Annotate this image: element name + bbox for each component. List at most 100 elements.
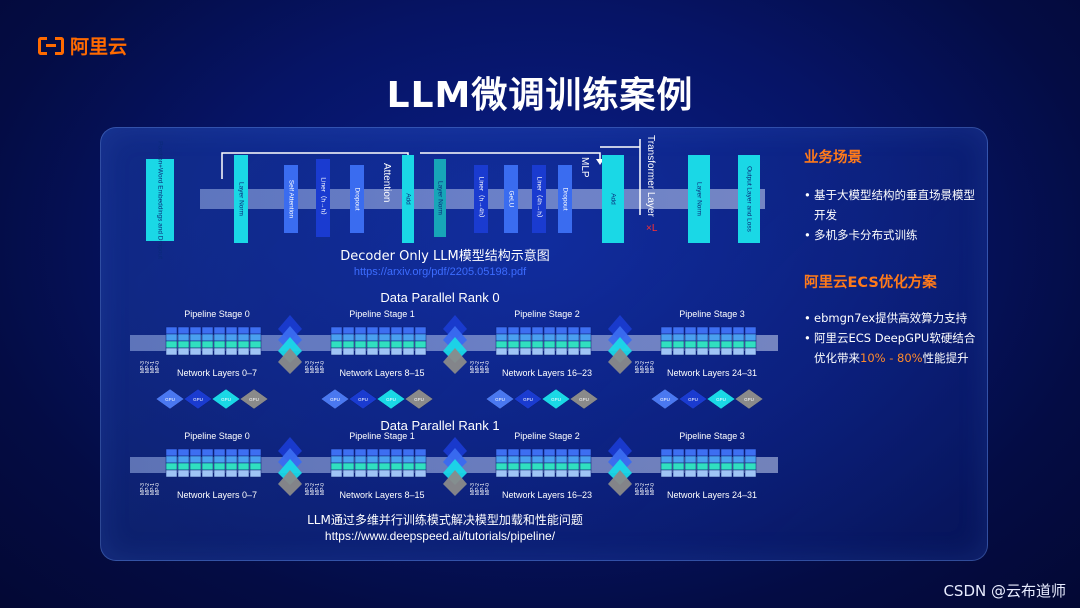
solution-item: 阿里云ECS DeepGPU软硬结合优化带来10% - 80%性能提升: [804, 328, 984, 368]
layer-cell: [720, 455, 733, 464]
decoder-block-label: Position+Word Embeddings and Dropout: [156, 141, 163, 259]
layer-cell: [507, 462, 520, 471]
layer-cell: [531, 455, 544, 464]
mp-label: MP-2: [475, 483, 481, 495]
layer-cell: [177, 448, 190, 457]
layer-cell: [237, 448, 250, 457]
layer-cell: [201, 455, 214, 464]
gpu-label: GPU: [386, 397, 396, 402]
layer-cell: [249, 462, 262, 471]
layer-cell: [189, 455, 202, 464]
layer-cell: [660, 455, 673, 464]
layer-cell: [660, 333, 673, 342]
layer-cell: [531, 462, 544, 471]
layer-cell: [507, 469, 520, 478]
decoder-block-label: Liner（4h→h）: [535, 177, 543, 222]
decoder-block: [316, 159, 330, 237]
layer-cell: [177, 347, 190, 356]
layer-cell: [696, 347, 709, 356]
layer-cell: [390, 340, 403, 349]
repeat-label: ×L: [646, 223, 658, 234]
layer-cell: [696, 340, 709, 349]
layer-cell: [660, 469, 673, 478]
layer-cell: [672, 469, 685, 478]
layer-cell: [543, 340, 556, 349]
solution-item-text: 阿里云ECS DeepGPU软硬结合优化带来: [814, 331, 976, 365]
mp-label: MP-1: [645, 483, 651, 495]
layer-cell: [579, 326, 592, 335]
layer-cell: [579, 462, 592, 471]
layer-cell: [519, 462, 532, 471]
pipeline-caption: LLM通过多维并行训练模式解决模型加载和性能问题: [307, 512, 583, 527]
layer-cell: [531, 326, 544, 335]
layer-cell: [696, 448, 709, 457]
network-layers-label: Network Layers 16–23: [502, 368, 592, 378]
layer-cell: [531, 347, 544, 356]
mp-label: MP-3: [470, 483, 476, 495]
layer-cell: [567, 326, 580, 335]
layer-cell: [177, 469, 190, 478]
pipeline-stage-label: Pipeline Stage 3: [679, 431, 745, 441]
layer-cell: [354, 469, 367, 478]
layer-cell: [579, 448, 592, 457]
layer-cell: [414, 333, 427, 342]
layer-cell: [519, 340, 532, 349]
decoder-block: [474, 165, 488, 233]
layer-cell: [342, 340, 355, 349]
layer-cell: [402, 448, 415, 457]
layer-cell: [165, 333, 178, 342]
decoder-paper-link[interactable]: https://arxiv.org/pdf/2205.05198.pdf: [354, 266, 527, 278]
gpu-diamond: [734, 388, 764, 410]
layer-cell: [684, 347, 697, 356]
mp-label: MP-1: [480, 483, 486, 495]
scenario-item: 基于大模型结构的垂直场景模型开发: [804, 185, 984, 225]
layer-cell: [342, 455, 355, 464]
layer-cell: [708, 462, 721, 471]
scenario-heading: 业务场景: [804, 150, 862, 166]
pipeline-connector: [608, 348, 632, 374]
layer-cell: [519, 469, 532, 478]
gpu-label: GPU: [249, 397, 259, 402]
layer-cell: [330, 462, 343, 471]
mp-label: MP-0: [650, 483, 656, 495]
layer-cell: [567, 448, 580, 457]
pipeline-stage-label: Pipeline Stage 0: [184, 431, 250, 441]
layer-cell: [507, 448, 520, 457]
mp-label: MP-0: [650, 361, 656, 373]
scenario-item: 多机多卡分布式训练: [804, 225, 984, 245]
layer-cell: [213, 347, 226, 356]
gpu-label: GPU: [221, 397, 231, 402]
layer-cell: [390, 448, 403, 457]
pipeline-link[interactable]: https://www.deepspeed.ai/tutorials/pipel…: [325, 529, 556, 543]
layer-cell: [414, 469, 427, 478]
mp-label: MP-1: [480, 361, 486, 373]
layer-cell: [249, 333, 262, 342]
layer-cell: [495, 326, 508, 335]
layer-cell: [507, 347, 520, 356]
layer-cell: [543, 469, 556, 478]
layer-cell: [354, 455, 367, 464]
layer-cell: [330, 448, 343, 457]
layer-cell: [507, 340, 520, 349]
layer-cell: [249, 340, 262, 349]
layer-cell: [330, 455, 343, 464]
layer-cell: [390, 469, 403, 478]
layer-cell: [225, 333, 238, 342]
layer-cell: [402, 326, 415, 335]
layer-cell: [366, 455, 379, 464]
decoder-block-label: Liner（h→h）: [319, 177, 327, 218]
layer-cell: [354, 340, 367, 349]
layer-cell: [237, 326, 250, 335]
layer-cell: [378, 448, 391, 457]
layer-cell: [225, 347, 238, 356]
layer-cell: [165, 462, 178, 471]
decoder-block-label: Liner（h→4h）: [477, 177, 485, 222]
layer-cell: [414, 340, 427, 349]
layer-cell: [720, 340, 733, 349]
decoder-block: [504, 165, 518, 233]
layer-cell: [366, 462, 379, 471]
layer-cell: [672, 326, 685, 335]
mp-label: MP-0: [155, 361, 161, 373]
transformer-layer-label: Transformer Layer: [645, 135, 656, 218]
layer-cell: [708, 448, 721, 457]
